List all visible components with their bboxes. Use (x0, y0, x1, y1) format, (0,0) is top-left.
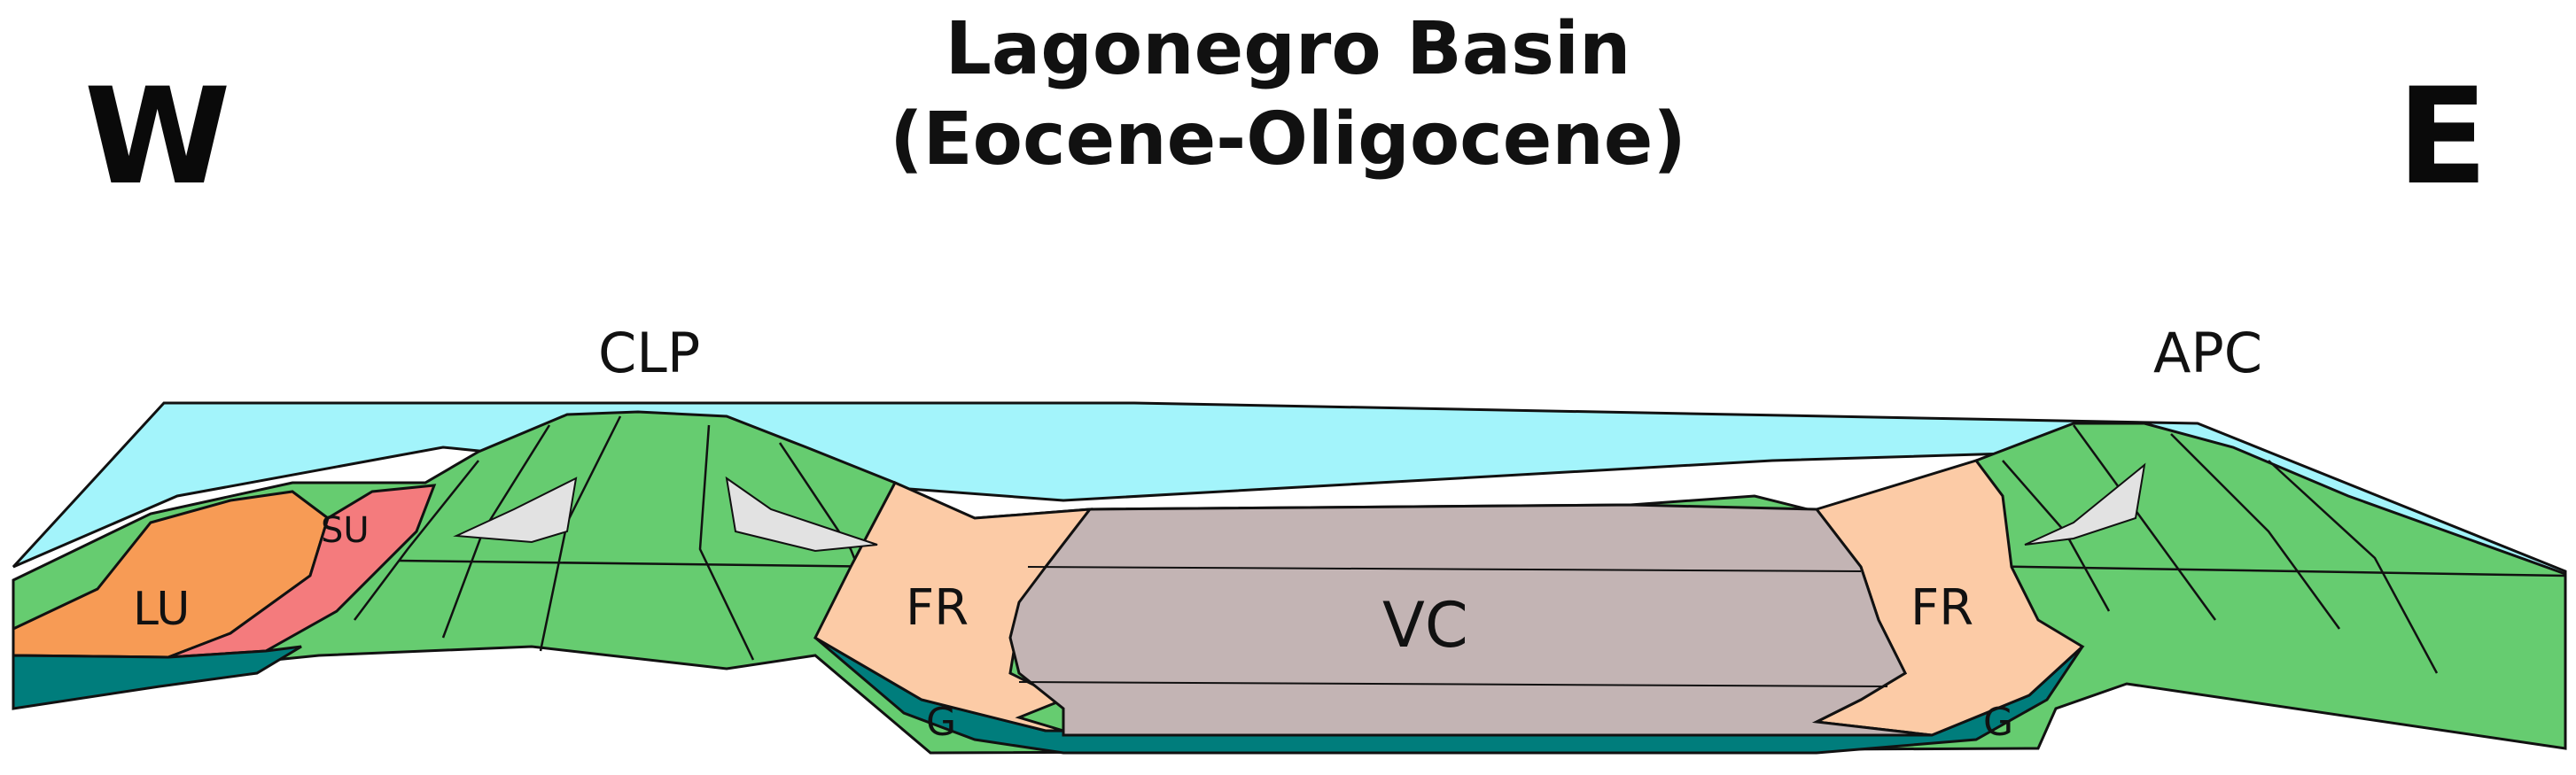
vc-unit (1008, 503, 1933, 737)
lu-label: LU (133, 583, 190, 636)
east-orientation-label: E (2397, 60, 2488, 214)
vc-internal-line (1018, 566, 1888, 687)
g-unit-left-west (12, 645, 302, 710)
lens-middle (725, 476, 878, 553)
apc-label: APC (2153, 321, 2262, 385)
fr-label-left: FR (906, 579, 969, 637)
clp-label: CLP (598, 321, 700, 385)
diagram-subtitle: (Eocene-Oligocene) (890, 97, 1686, 182)
vc-label: VC (1382, 589, 1468, 662)
lens-right (2024, 462, 2146, 546)
west-orientation-label: W (84, 60, 231, 214)
g-label-right: G (1983, 700, 2013, 745)
su-label: SU (321, 510, 370, 551)
g-label-left: G (926, 700, 956, 745)
fr-label-right: FR (1911, 579, 1973, 637)
diagram-title: Lagonegro Basin (945, 7, 1631, 91)
su-unit (167, 484, 437, 659)
lens-left (453, 477, 578, 544)
